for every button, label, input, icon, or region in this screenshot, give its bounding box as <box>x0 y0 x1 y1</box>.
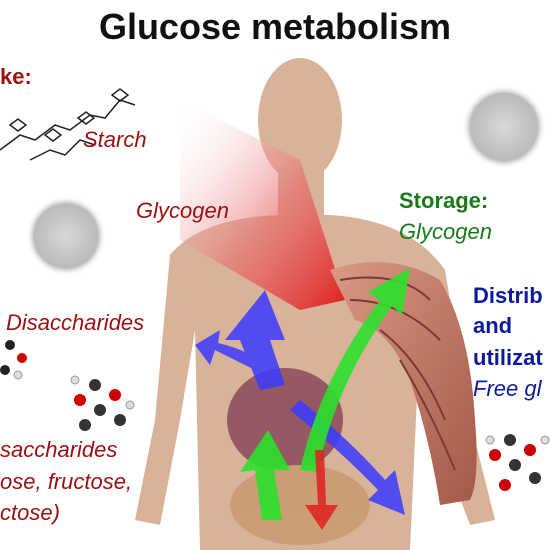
storage-heading: Storage: <box>399 188 489 213</box>
page-title: Glucose metabolism <box>98 6 452 47</box>
glucose-molecule-icon <box>0 340 27 380</box>
starch-label: Starch <box>83 127 147 152</box>
free-glucose-label: Free gl <box>473 376 542 401</box>
intake-funnel <box>180 100 345 310</box>
distribution-heading-3: utilizat <box>473 345 543 370</box>
monosaccharides-label-1: saccharides <box>0 437 118 462</box>
glucose-molecule-icon <box>485 434 550 491</box>
distribution-heading-2: and <box>473 313 513 338</box>
glucose-molecule-icon <box>70 375 135 431</box>
distribution-heading-1: Distrib <box>473 283 543 308</box>
glycogen-intake-label: Glycogen <box>136 198 229 223</box>
storage-arrows <box>240 268 410 520</box>
monosaccharides-label-2: ose, fructose, <box>0 469 133 494</box>
intake-heading: ke: <box>0 64 32 89</box>
monosaccharides-label-3: ctose) <box>0 500 60 525</box>
storage-glycogen-label: Glycogen <box>399 219 492 244</box>
glycogen-molecule-icon <box>26 196 106 276</box>
glycogen-molecule-icon <box>462 85 546 169</box>
starch-molecule-icon <box>0 88 136 161</box>
red-down-arrow <box>305 450 338 530</box>
disaccharides-label: Disaccharides <box>6 310 145 335</box>
